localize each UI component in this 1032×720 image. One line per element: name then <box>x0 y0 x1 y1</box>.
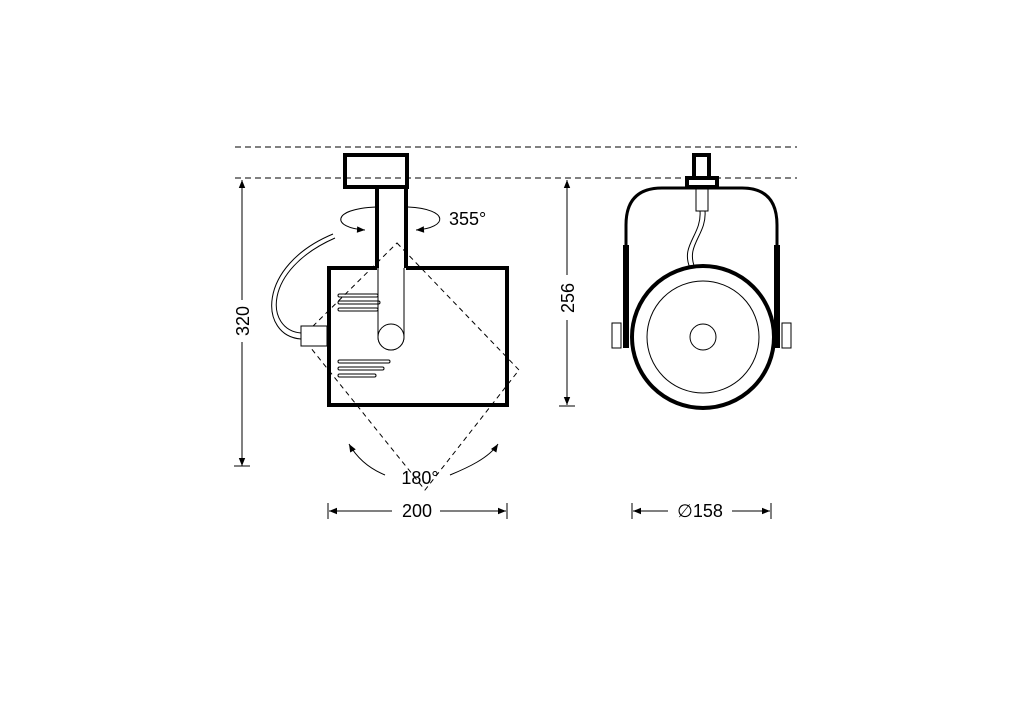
mount-nub <box>692 153 711 178</box>
rotation-label: 355° <box>449 209 486 229</box>
mount-adapter <box>343 153 409 189</box>
diameter-label: ∅158 <box>677 501 723 521</box>
yoke <box>624 186 779 245</box>
height-head-label: 256 <box>558 283 578 313</box>
tilt-label: 180° <box>401 468 438 488</box>
vents <box>337 293 391 378</box>
height-total-label: 320 <box>233 306 253 336</box>
lamp-body <box>327 266 509 407</box>
tilt-envelope <box>301 242 520 491</box>
side-view: 355° 180° <box>271 153 520 491</box>
width-label: 200 <box>402 501 432 521</box>
lamp-head-outer <box>630 264 776 410</box>
cable <box>275 237 336 334</box>
lens <box>689 323 717 351</box>
front-view <box>611 153 792 410</box>
cable-connector <box>300 325 328 347</box>
lamp-head-inner <box>646 280 760 394</box>
